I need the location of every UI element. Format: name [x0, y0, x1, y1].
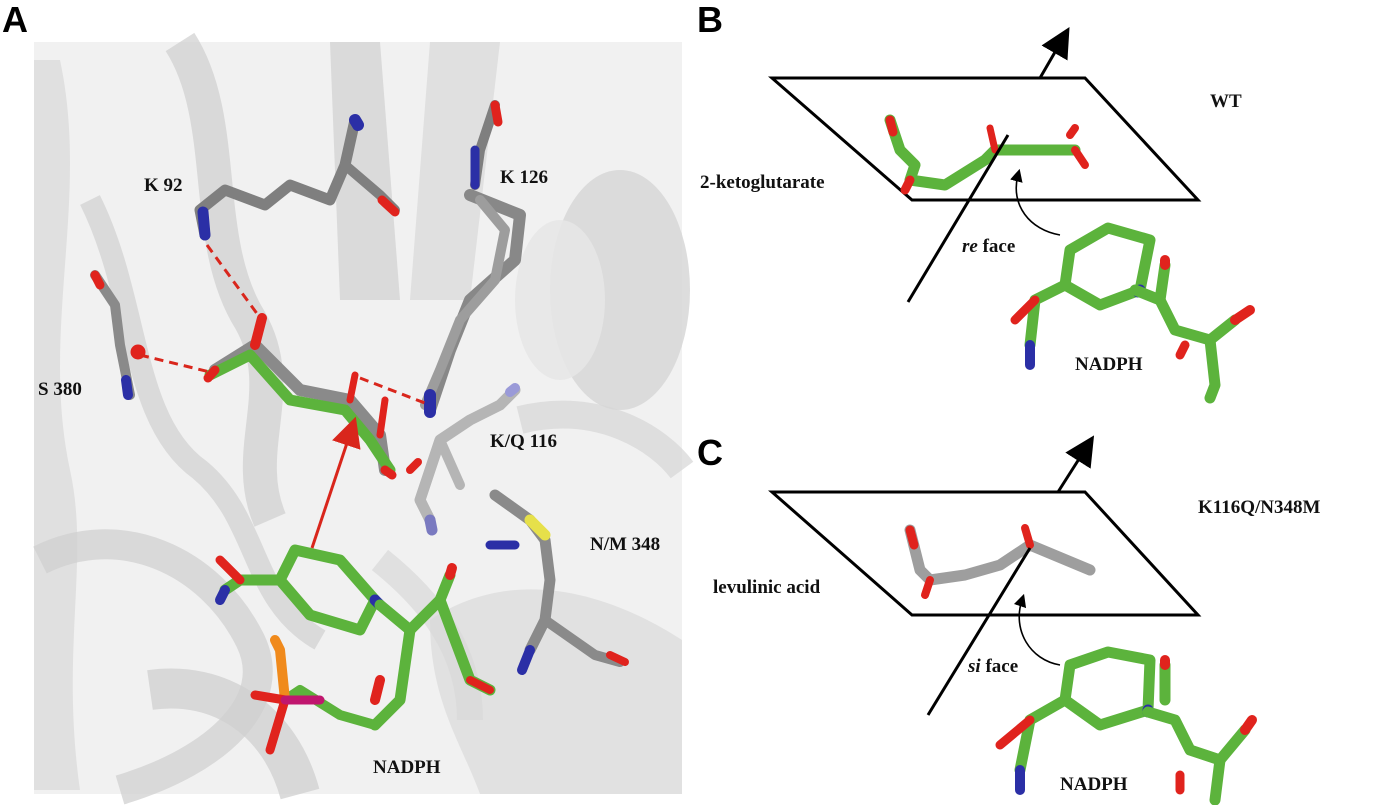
normal-arrow-c — [1056, 435, 1095, 493]
plane-c — [768, 490, 1202, 617]
normal-arrow-b — [1038, 27, 1070, 79]
face-label-b: re face — [962, 236, 1015, 257]
protein-ribbon — [33, 32, 694, 805]
face-italic-b: re — [962, 236, 978, 257]
label-nadph-a: NADPH — [373, 757, 441, 778]
panel-b-letter: B — [697, 0, 723, 40]
face-label-c: si face — [967, 656, 1018, 677]
axis-line-c — [926, 547, 1032, 716]
label-kq116: K/Q 116 — [490, 431, 557, 452]
panel-a-letter: A — [2, 0, 28, 40]
label-k126: K 126 — [500, 167, 548, 188]
panel-c-letter: C — [697, 432, 723, 473]
residue-k126 — [420, 100, 526, 418]
residue-nm348 — [485, 489, 629, 675]
label-s380: S 380 — [38, 379, 82, 400]
curved-arrow-b — [1010, 168, 1061, 236]
nadph-a — [215, 544, 496, 755]
variant-label-c: K116Q/N348M — [1198, 497, 1321, 518]
substrate-b — [884, 114, 1089, 195]
label-k92: K 92 — [144, 175, 183, 196]
substrate-label-c: levulinic acid — [713, 577, 821, 598]
substrate-c — [904, 524, 1096, 599]
panel-a: A — [2, 0, 694, 805]
nadph-b — [1010, 222, 1255, 404]
hbond-lines — [139, 244, 431, 407]
variant-label-b: WT — [1210, 91, 1242, 112]
residue-k92 — [194, 114, 400, 241]
substrate-a — [203, 313, 397, 480]
plane-b — [767, 76, 1202, 202]
face-italic-c: si — [967, 656, 981, 677]
cofactor-label-c: NADPH — [1060, 774, 1128, 795]
residue-s380 — [90, 270, 146, 400]
residue-kq116 — [406, 383, 521, 536]
cofactor-label-b: NADPH — [1075, 354, 1143, 375]
face-word-c: face — [981, 656, 1018, 677]
axis-line-b — [906, 134, 1010, 303]
curved-arrow-c — [1013, 593, 1061, 666]
nadph-c — [995, 646, 1257, 805]
substrate-label-b: 2-ketoglutarate — [700, 172, 825, 193]
face-word-b: face — [978, 236, 1015, 257]
label-nm348: N/M 348 — [590, 534, 660, 555]
hydride-arrow-a — [310, 416, 361, 549]
panel-c: C K116Q/N348M levulinic acid si face — [697, 432, 1321, 805]
panel-b: B WT — [697, 0, 1255, 404]
